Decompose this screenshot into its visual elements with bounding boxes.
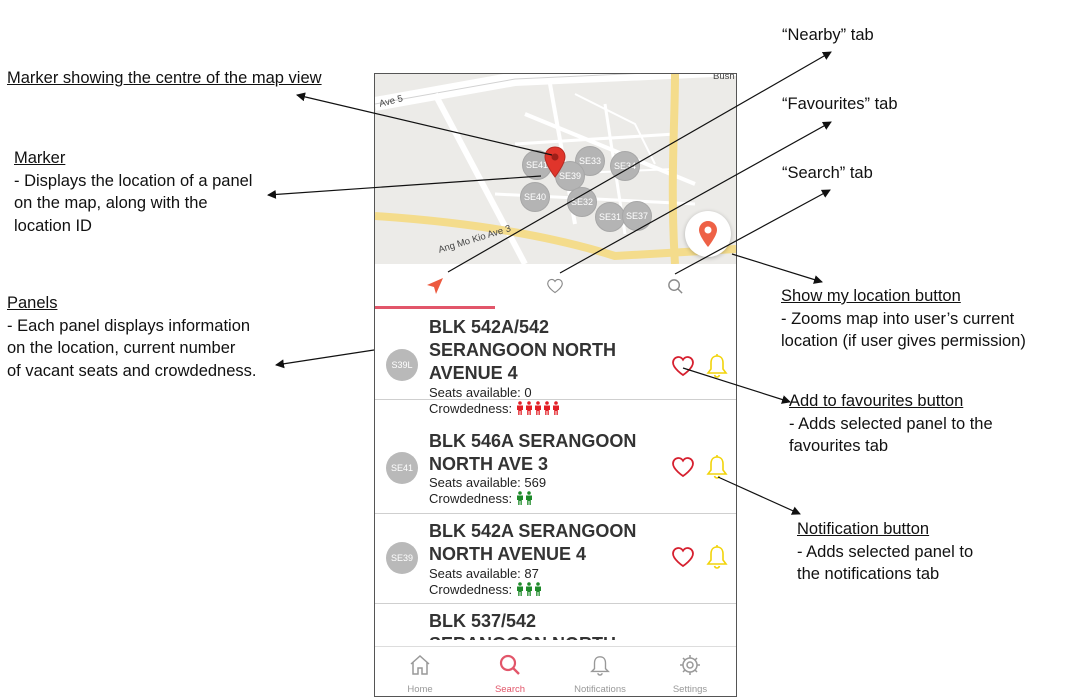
- list-item[interactable]: SE39 BLK 542A SERANGOON NORTH AVENUE 4 S…: [375, 514, 736, 604]
- annotation-nearby-tab: “Nearby” tab: [782, 26, 874, 44]
- tab-nearby[interactable]: [375, 264, 495, 308]
- panel-title: BLK 546A SERANGOON NORTH AVE 3: [429, 431, 637, 474]
- person-icon: [543, 401, 550, 415]
- annotation-panels: Panels - Each panel displays information…: [7, 294, 257, 380]
- notification-bell-button[interactable]: [706, 353, 728, 379]
- tab-search[interactable]: [615, 264, 735, 308]
- notification-bell-button[interactable]: [706, 544, 728, 570]
- list-item[interactable]: S39L BLK 542A/542 SERANGOON NORTH AVENUE…: [375, 310, 736, 416]
- arrow-show-location: [731, 253, 823, 284]
- navigation-arrow-icon: [427, 278, 443, 294]
- heart-outline-icon: [547, 278, 563, 294]
- panel-title: BLK 537/542 SERANGOON NORTH: [429, 611, 616, 640]
- nav-home[interactable]: Home: [375, 647, 465, 696]
- crowdedness: Crowdedness:: [429, 401, 561, 417]
- annotation-show-location: Show my location button - Zooms map into…: [781, 287, 1026, 350]
- show-my-location-button[interactable]: [685, 211, 731, 257]
- map-cluster-marker[interactable]: SE32: [567, 187, 597, 217]
- tab-bar: [375, 264, 736, 310]
- map-cluster-marker[interactable]: SE37: [622, 201, 652, 231]
- search-icon: [499, 654, 520, 675]
- person-icon: [534, 401, 541, 415]
- nav-search[interactable]: Search: [465, 647, 555, 696]
- crowdedness-indicator: [516, 491, 534, 506]
- person-icon: [525, 582, 532, 596]
- location-id-badge: SE39: [386, 542, 418, 574]
- map-center-pin-icon: [544, 146, 566, 178]
- nav-label: Search: [494, 684, 526, 695]
- location-pin-icon: [699, 221, 717, 247]
- nav-label: Notifications: [574, 684, 626, 695]
- map-cluster-marker[interactable]: SE34: [610, 151, 640, 181]
- list-item[interactable]: BLK 537/542 SERANGOON NORTH: [375, 604, 736, 640]
- tab-favourites[interactable]: [495, 264, 615, 308]
- nav-label: Settings: [672, 684, 708, 695]
- search-icon: [667, 278, 683, 294]
- seats-available: Seats available: 569: [429, 475, 547, 490]
- seats-available: Seats available: 87: [429, 566, 539, 581]
- person-icon: [516, 401, 523, 415]
- person-icon: [516, 582, 523, 596]
- annotation-favourites-tab: “Favourites” tab: [782, 95, 898, 113]
- add-to-favourites-button[interactable]: [671, 546, 695, 568]
- home-icon: [410, 654, 430, 675]
- gear-icon: [680, 655, 700, 675]
- bell-icon: [590, 656, 610, 676]
- notification-bell-button[interactable]: [706, 454, 728, 480]
- crowdedness-indicator: [516, 582, 543, 597]
- panel-title: BLK 542A SERANGOON NORTH AVENUE 4: [429, 521, 637, 564]
- person-icon: [534, 582, 541, 596]
- panel-list[interactable]: S39L BLK 542A/542 SERANGOON NORTH AVENUE…: [375, 310, 736, 640]
- annotation-notification: Notification button - Adds selected pane…: [797, 520, 974, 583]
- seats-available: Seats available: 0: [429, 385, 532, 400]
- person-icon: [516, 491, 523, 505]
- add-to-favourites-button[interactable]: [671, 355, 695, 377]
- annotation-search-tab: “Search” tab: [782, 164, 873, 182]
- map-view[interactable]: Ave 5 Ang Mo Kio Ave 3 Bush SE41 SE33 SE…: [375, 74, 736, 264]
- person-icon: [525, 491, 532, 505]
- annotation-add-favourites: Add to favourites button - Adds selected…: [789, 392, 993, 455]
- person-icon: [525, 401, 532, 415]
- annotation-map-center-marker: Marker showing the centre of the map vie…: [7, 69, 322, 87]
- crowdedness-indicator: [516, 401, 561, 416]
- annotation-marker: Marker - Displays the location of a pane…: [14, 149, 253, 235]
- map-cluster-marker[interactable]: SE31: [595, 202, 625, 232]
- panel-title: BLK 542A/542 SERANGOON NORTH AVENUE 4: [429, 317, 617, 383]
- nav-notifications[interactable]: Notifications: [555, 647, 645, 696]
- active-tab-indicator: [375, 306, 495, 309]
- crowdedness: Crowdedness:: [429, 582, 543, 598]
- crowdedness: Crowdedness:: [429, 491, 534, 507]
- person-icon: [552, 401, 559, 415]
- nav-settings[interactable]: Settings: [645, 647, 735, 696]
- road-label: Bush: [713, 74, 735, 82]
- map-cluster-marker[interactable]: SE40: [520, 182, 550, 212]
- location-id-badge: S39L: [386, 349, 418, 381]
- arrow-panels: [275, 349, 375, 369]
- list-item[interactable]: SE41 BLK 546A SERANGOON NORTH AVE 3 Seat…: [375, 424, 736, 514]
- add-to-favourites-button[interactable]: [671, 456, 695, 478]
- phone-screen: Ave 5 Ang Mo Kio Ave 3 Bush SE41 SE33 SE…: [374, 73, 737, 697]
- bottom-navigation: Home Search Notifications Settings: [375, 646, 736, 696]
- location-id-badge: SE41: [386, 452, 418, 484]
- nav-label: Home: [407, 684, 433, 695]
